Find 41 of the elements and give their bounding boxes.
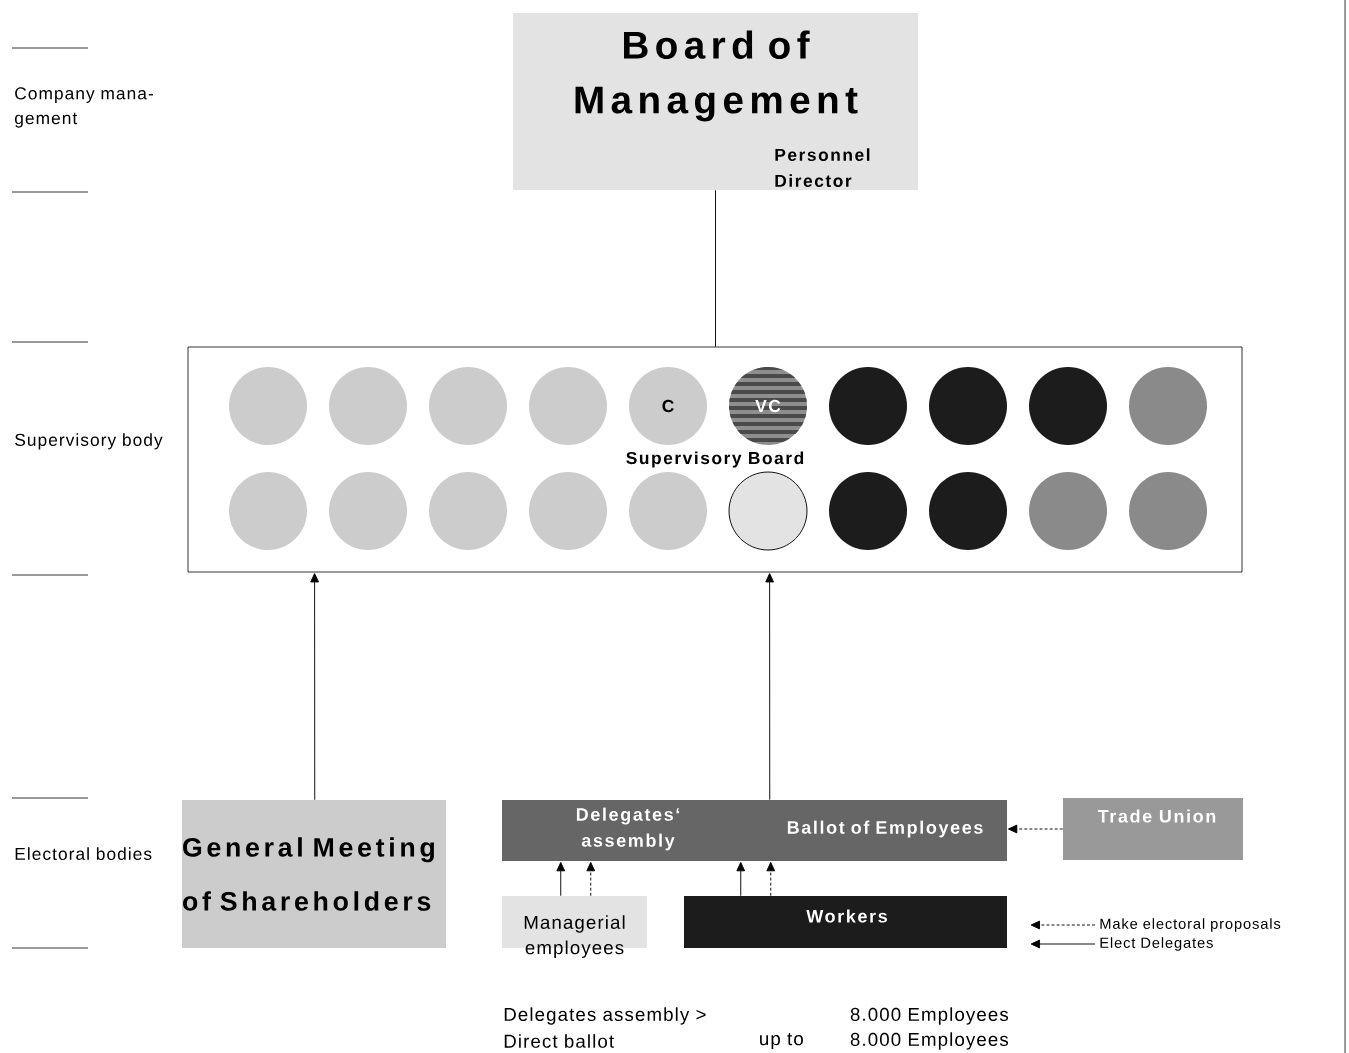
table-text: 8.000 Employees [850, 1007, 1009, 1025]
member-circle [529, 367, 607, 445]
member-circle [829, 472, 907, 550]
table-text: 8.000 Employees [850, 1032, 1009, 1050]
arrow [766, 861, 776, 897]
arrow [736, 861, 746, 897]
member-circle [329, 472, 407, 550]
member-circle [728, 471, 808, 551]
member-circle [1029, 472, 1107, 550]
member-circle [329, 367, 407, 445]
shareholders-box: General Meeting of Shareholders [182, 800, 446, 948]
electoral-box: Delegates‘ assembly Ballot of Employees [502, 800, 1007, 861]
side-label: Company mana-gement [15, 87, 153, 128]
employee-group-box: Managerial employees [502, 896, 647, 958]
member-circle [529, 472, 607, 550]
member-circle [1029, 367, 1107, 445]
member-circle [229, 367, 307, 445]
legend-item: Make electoral proposals [1030, 918, 1281, 932]
member-circle [229, 472, 307, 550]
member-circle [1129, 367, 1207, 445]
side-label: Electoral bodies [15, 847, 152, 860]
arrow [556, 861, 566, 897]
trade-union-box: Trade Union [1063, 798, 1243, 860]
arrow [1007, 824, 1064, 834]
member-circle [629, 472, 707, 550]
table-text: up to [760, 1033, 803, 1049]
legend-item: Elect Delegates [1030, 937, 1213, 951]
arrow [765, 573, 774, 801]
member-circle [929, 472, 1007, 550]
table-text: Delegates assembly > [504, 1007, 706, 1025]
member-circle [1129, 472, 1207, 550]
table-text: Direct ballot [504, 1034, 614, 1048]
arrow [586, 861, 596, 897]
arrow [310, 573, 319, 801]
member-circle [929, 367, 1007, 445]
member-circle [829, 367, 907, 445]
side-label: Supervisory body [15, 433, 163, 450]
member-circle [429, 367, 507, 445]
employee-group-box: Workers [684, 896, 1007, 948]
member-circle [429, 472, 507, 550]
management-box: Board of Management Personnel Director [513, 13, 918, 190]
